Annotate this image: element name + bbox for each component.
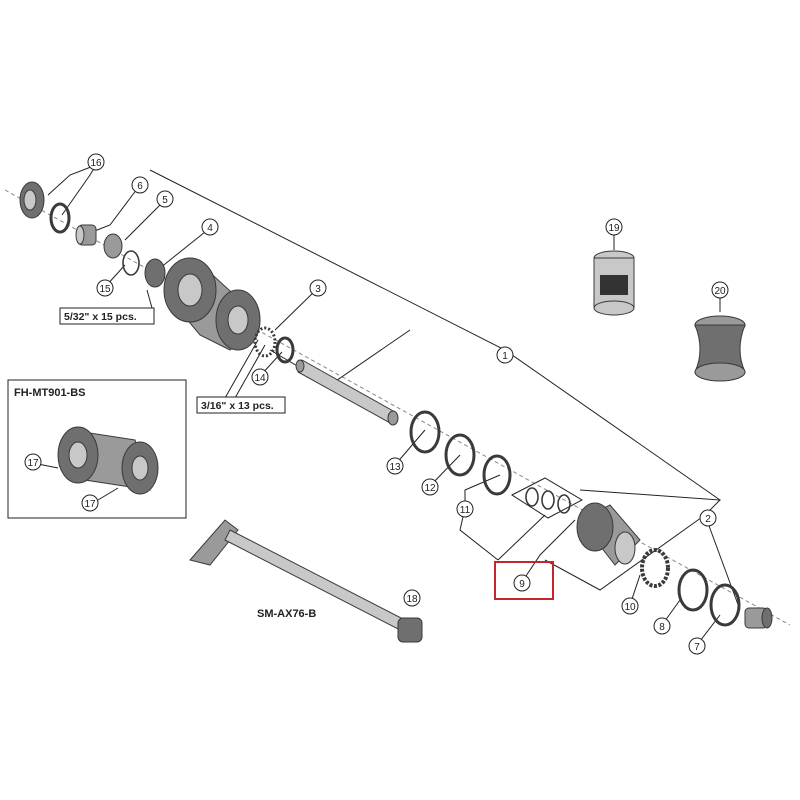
svg-text:9: 9	[519, 579, 525, 590]
callout-17a[interactable]: 17	[24, 453, 42, 471]
svg-text:8: 8	[659, 622, 665, 633]
svg-text:4: 4	[207, 223, 213, 234]
end-cap	[744, 607, 773, 629]
callout-5[interactable]: 5	[156, 190, 174, 208]
svg-text:13: 13	[389, 462, 401, 473]
callout-12[interactable]: 12	[421, 478, 439, 496]
svg-text:17: 17	[27, 458, 39, 469]
hub-parts	[19, 181, 773, 629]
svg-text:1: 1	[502, 351, 508, 362]
seal-ring-7	[709, 583, 741, 627]
small-ball-bearing	[122, 250, 140, 276]
inset-hub	[57, 426, 159, 495]
svg-text:3/16" x 13 pcs.: 3/16" x 13 pcs.	[201, 400, 274, 412]
svg-text:6: 6	[137, 181, 143, 192]
callout-11[interactable]: 11	[456, 500, 474, 518]
ratchet-ring	[640, 548, 670, 588]
seal-ring-12	[444, 433, 476, 477]
seal-ring-13	[409, 410, 441, 454]
callout-8[interactable]: 8	[653, 617, 671, 635]
highlight-box	[494, 561, 554, 600]
callout-19[interactable]: 19	[605, 218, 623, 236]
svg-text:19: 19	[608, 223, 620, 234]
callout-4[interactable]: 4	[201, 218, 219, 236]
bearing-label-large: 3/16" x 13 pcs.	[196, 396, 286, 414]
hub-axle	[295, 359, 399, 426]
axle-model-label: SM-AX76-B	[257, 608, 316, 620]
seal-ring-8	[677, 568, 709, 612]
svg-text:10: 10	[624, 602, 636, 613]
hub-shell	[163, 257, 261, 351]
callout-16[interactable]: 16	[87, 153, 105, 171]
svg-text:11: 11	[460, 505, 471, 516]
callout-13[interactable]: 13	[386, 457, 404, 475]
large-ball-bearing	[253, 326, 277, 358]
seal-ring	[49, 202, 71, 234]
svg-text:14: 14	[254, 373, 266, 384]
spacer-ring	[275, 336, 295, 364]
axis-line	[4, 189, 791, 626]
svg-text:18: 18	[406, 594, 418, 605]
callout-15[interactable]: 15	[96, 279, 114, 297]
grease-jar	[593, 250, 635, 316]
svg-text:17: 17	[84, 499, 96, 510]
callout-20[interactable]: 20	[711, 281, 729, 299]
callout-17b[interactable]: 17	[81, 494, 99, 512]
freehub-body	[576, 502, 641, 566]
svg-text:16: 16	[90, 158, 102, 169]
svg-text:3: 3	[315, 284, 321, 295]
svg-text:2: 2	[705, 514, 711, 525]
svg-text:15: 15	[99, 284, 111, 295]
bearing-race	[144, 258, 166, 288]
bushing-tool	[694, 315, 746, 382]
callout-9[interactable]: 9	[513, 574, 531, 592]
o-ring-set	[510, 477, 584, 519]
callout-6[interactable]: 6	[131, 176, 149, 194]
inset-model-label: FH-MT901-BS	[14, 387, 86, 399]
svg-text:5: 5	[162, 195, 168, 206]
callout-18[interactable]: 18	[403, 589, 421, 607]
leader-lines	[47, 164, 741, 646]
callout-10[interactable]: 10	[621, 597, 639, 615]
svg-text:5/32" x 15 pcs.: 5/32" x 15 pcs.	[64, 311, 137, 323]
cone	[75, 224, 97, 246]
thru-axle	[189, 519, 423, 643]
callout-7[interactable]: 7	[688, 637, 706, 655]
bearing-label-small: 5/32" x 15 pcs.	[59, 307, 155, 325]
seal-ring-11	[482, 454, 512, 496]
callout-2[interactable]: 2	[699, 509, 717, 527]
callout-14[interactable]: 14	[251, 368, 269, 386]
svg-text:20: 20	[714, 286, 726, 297]
callout-1[interactable]: 1	[496, 346, 514, 364]
lock-nut	[19, 181, 45, 219]
callout-3[interactable]: 3	[309, 279, 327, 297]
svg-text:7: 7	[694, 642, 700, 653]
svg-text:12: 12	[424, 483, 436, 494]
dust-cap	[103, 233, 123, 259]
